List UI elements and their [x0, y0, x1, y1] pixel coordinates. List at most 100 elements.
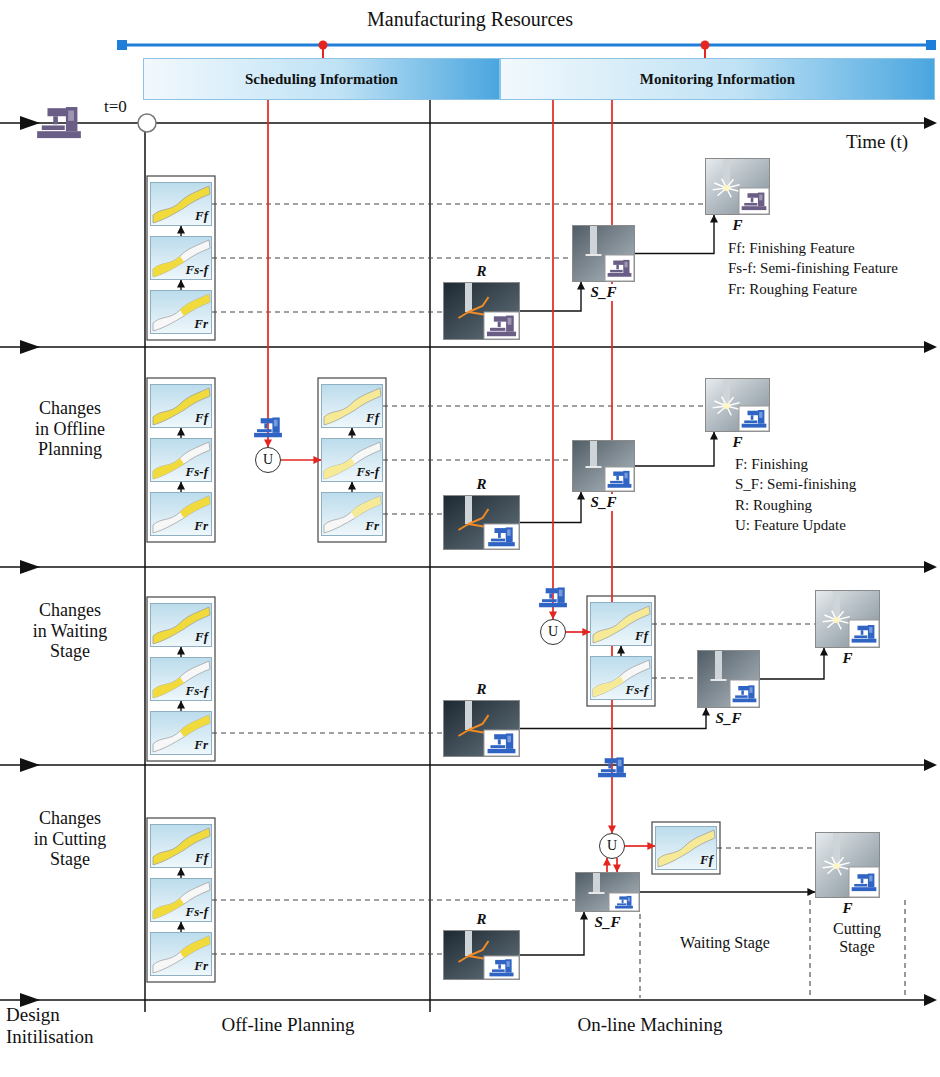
lane-separator — [0, 566, 928, 568]
process-flow — [520, 708, 706, 729]
machine-inset — [484, 956, 519, 979]
key-line: U: Feature Update — [735, 517, 930, 534]
machine-icon — [598, 757, 626, 777]
cutting-tool — [465, 283, 472, 312]
surface-patch — [153, 388, 210, 425]
key-line: F: Finishing — [735, 456, 930, 473]
feature-stack — [147, 378, 215, 542]
cutting-tool — [590, 226, 597, 255]
machining-photo — [572, 440, 635, 492]
machining-photo — [705, 378, 770, 432]
surface-highlight — [324, 458, 355, 479]
update-flow — [552, 100, 554, 619]
process-flow — [351, 482, 352, 492]
key-line: S_F: Semi-finishing — [735, 476, 930, 493]
surface-highlight — [593, 676, 624, 697]
update-flow — [625, 845, 655, 847]
feature-mapping — [212, 899, 575, 900]
process-flow — [180, 647, 181, 657]
update-label: U — [548, 624, 558, 640]
update-flow — [566, 631, 590, 633]
feature-label: Fs-f — [186, 262, 208, 278]
machine-inset — [739, 406, 769, 431]
stage-label: Waiting Stage — [670, 934, 780, 952]
feature-mapping — [212, 732, 443, 733]
feature-stack — [587, 596, 655, 706]
machining-photo — [572, 225, 635, 282]
machine-icon — [254, 417, 282, 437]
spark-core — [834, 863, 840, 869]
machining-photo — [705, 158, 770, 215]
machine-inset — [849, 867, 879, 897]
machining-step: R — [443, 700, 520, 757]
feature-tile: Ff — [590, 602, 652, 646]
photo-frame — [816, 591, 880, 648]
machining-step: S_F — [572, 440, 635, 492]
banner-title: Monitoring Information — [640, 71, 795, 88]
banner-title: Scheduling Information — [245, 71, 398, 88]
cut-line — [589, 892, 605, 894]
surface-patch — [324, 496, 381, 533]
feature-tile: Fr — [150, 492, 212, 536]
feature-label: Fr — [194, 518, 208, 534]
surface-highlight — [180, 294, 210, 316]
machine-inset — [484, 524, 519, 549]
spark-core — [724, 403, 730, 409]
cutting-tool — [465, 701, 472, 730]
sparks — [823, 857, 850, 876]
surface-patch — [153, 240, 210, 277]
key-line: Ff: Finishing Feature — [728, 240, 933, 257]
surface-highlight — [153, 677, 184, 698]
feature-mapping — [383, 459, 572, 460]
update-flow — [606, 858, 608, 872]
process-flow — [520, 282, 581, 311]
machine-inset — [484, 730, 519, 756]
surface-highlight — [180, 936, 210, 958]
step-label: R — [474, 476, 488, 493]
start-circle — [138, 114, 156, 132]
cutting-tool — [465, 496, 472, 524]
machine-inset — [605, 255, 634, 281]
machine-icon — [742, 410, 767, 428]
photo-frame — [444, 283, 520, 340]
feature-tile: Fr — [150, 290, 212, 334]
feature-tile: Fs-f — [150, 878, 212, 922]
step-label: R — [474, 911, 488, 928]
machining-photo — [443, 930, 520, 980]
machining-step: F — [815, 590, 880, 648]
surface-patch — [153, 607, 210, 644]
feature-stack — [318, 378, 386, 542]
feature-label: Ff — [195, 629, 208, 645]
process-flow — [351, 428, 352, 438]
stage-markers — [640, 900, 905, 998]
step-label: S_F — [593, 914, 623, 931]
stage-marker — [810, 900, 811, 998]
machining-photo — [443, 282, 520, 340]
feature-stack-frames — [147, 176, 720, 982]
feature-mapping — [212, 257, 572, 258]
feature-stack — [147, 176, 215, 340]
surface-patch — [153, 442, 210, 479]
lane-label: Changes in Offline Planning — [30, 398, 110, 460]
machining-step: F — [705, 378, 770, 432]
axis-label: Time (t) — [846, 131, 908, 153]
machining-photo — [697, 650, 760, 708]
feature-label: Ff — [195, 208, 208, 224]
surface-patch — [153, 294, 210, 331]
feature-mapping — [383, 405, 705, 406]
surface-patch — [153, 936, 210, 973]
feature-tile: Ff — [150, 182, 212, 226]
machining-step: R — [443, 930, 520, 980]
step-label: F — [840, 650, 854, 667]
machine-icon — [742, 193, 767, 211]
lane-separator — [0, 764, 928, 766]
surface-patch — [153, 828, 210, 865]
axis-tail-arrow — [20, 340, 40, 354]
step-label: F — [730, 217, 744, 234]
feature-label: Fr — [194, 316, 208, 332]
surface-patch — [153, 496, 210, 533]
axis-tail-arrow — [20, 560, 40, 574]
machine-icon — [852, 625, 877, 643]
feature-label: Fs-f — [626, 682, 648, 698]
bar-end — [926, 40, 936, 50]
